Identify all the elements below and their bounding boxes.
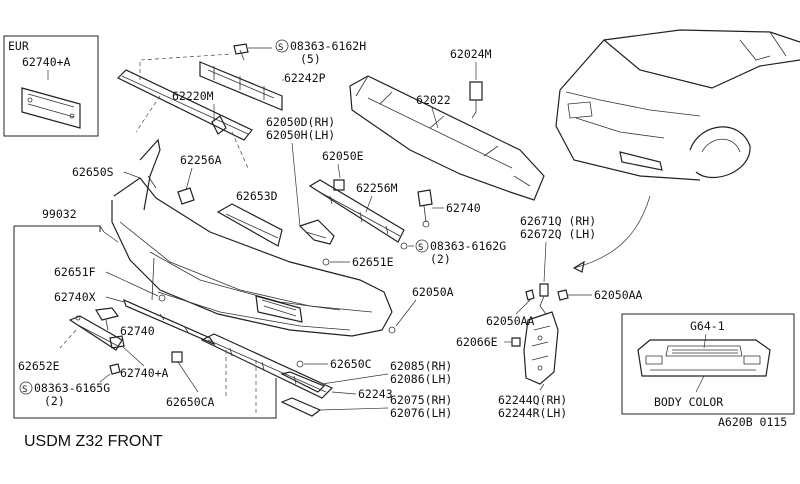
label-62650c: 62650C [330,357,372,371]
clip-62050aa-right [557,289,569,301]
clip-62050aa-left [525,289,535,301]
svg-text:S: S [278,43,283,53]
label-62050aa-right: 62050AA [594,288,643,302]
s-symbol-icon-3 [19,381,33,395]
part-62243: 62243 [200,333,393,416]
label-62653d: 62653D [236,189,278,203]
car-front-view [555,29,800,273]
part-62022: 62022 [349,75,545,201]
part-62085 [280,371,326,393]
label-62076-lh: 62076(LH) [390,406,452,420]
clip-62050a [388,326,396,334]
clip-62651e [322,258,330,266]
label-08363-6165g: 08363-6165G [34,381,110,395]
part-62220m: 62220M [116,53,253,169]
s-symbol-icon-2 [415,239,429,253]
label-62740-right: 62740 [446,201,481,215]
label-62650ca: 62650CA [166,395,215,409]
label-62244r-lh: 62244R(LH) [498,406,567,420]
label-62220m: 62220M [172,89,214,103]
part-62740x [123,298,216,346]
part-62050d [298,219,335,245]
label-qty-2a: (2) [430,252,451,266]
clip-62740-right [417,189,433,207]
label-62740a-eur: 62740+A [22,55,71,69]
diagram-title: USDM Z32 FRONT [24,433,163,450]
label-62066e: 62066E [456,335,498,349]
label-62256m: 62256M [356,181,398,195]
label-62672q-lh: 62672Q (LH) [520,227,596,241]
clip-62256a [177,187,195,205]
clip-62050e [333,179,345,191]
label-body-color: BODY COLOR [654,395,723,409]
clip-62740a-low [109,335,125,349]
part-62075 [280,397,322,417]
label-62085-rh: 62085(RH) [390,359,452,373]
group-99032: 99032 [13,207,277,419]
eur-inset: EUR 62740+A [3,35,99,137]
label-62650s: 62650S [72,165,114,179]
label-62652e: 62652E [18,359,60,373]
svg-text:S: S [418,243,423,253]
svg-text:S: S [22,385,27,395]
clip-62650c [296,360,304,368]
label-08363-6162h: 08363-6162H [290,39,366,53]
part-62024m: 62024M [450,47,492,119]
label-62024m: 62024M [450,47,492,61]
part-62650s-fascia: 62650S [72,138,393,337]
clip-62740-left [95,307,120,321]
label-qty-5: (5) [300,52,321,66]
label-62651e: 62651E [352,255,394,269]
part-62652e [68,315,123,351]
label-62740a-low: 62740+A [120,366,169,380]
s-symbol-icon [275,39,289,53]
label-99032: 99032 [42,207,77,221]
label-62050aa-left: 62050AA [486,314,535,328]
label-62050a: 62050A [412,285,454,299]
part-62653d: 62653D [216,189,283,247]
label-qty-2b: (2) [44,394,65,408]
label-62022: 62022 [416,93,451,107]
label-62050e: 62050E [322,149,364,163]
label-62050d-rh: 62050D(RH) [266,115,335,129]
label-62242p: 62242P [284,71,326,85]
bolt-6162h: S 08363-6162H (5) [233,39,366,66]
label-62256a: 62256A [180,153,222,167]
label-62651f: 62651F [54,265,96,279]
clip-62066e [511,337,521,347]
label-62244q-rh: 62244Q(RH) [498,393,567,407]
label-g64-1: G64-1 [690,319,725,333]
part-62671q [539,283,549,315]
label-62671q-rh: 62671Q (RH) [520,214,596,228]
part-62242p: 62242P [199,61,326,111]
reference-code: A620B 0115 [718,415,787,429]
eur-label: EUR [8,39,29,53]
label-62740x: 62740X [54,290,96,304]
part-62244q [523,311,559,391]
label-62243: 62243 [358,387,393,401]
clip-62650ca [171,351,183,363]
label-08363-6162g: 08363-6162G [430,239,506,253]
clip-62651f [158,294,166,302]
part-62256m: 62256M [308,179,405,243]
label-62075-rh: 62075(RH) [390,393,452,407]
label-62050h-lh: 62050H(LH) [266,128,335,142]
label-62086-lh: 62086(LH) [390,372,452,386]
label-62740-left: 62740 [120,324,155,338]
body-color-inset: G64-1 BODY COLOR [621,313,795,415]
